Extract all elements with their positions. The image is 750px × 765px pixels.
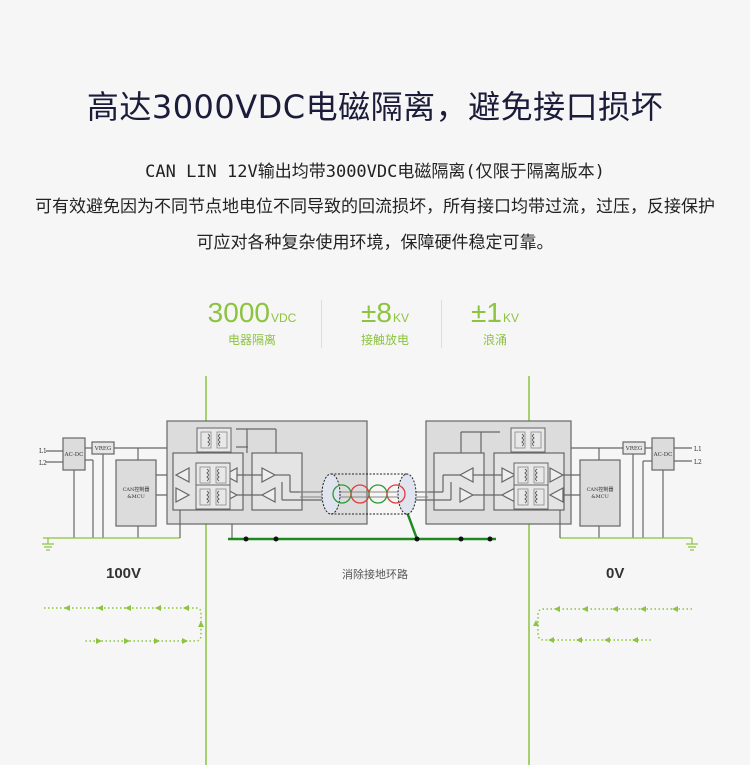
stat-label: 浪涌 [482, 333, 507, 347]
stat-divider [441, 300, 442, 348]
loop-arrows [64, 605, 678, 644]
ground-current-loop-right [537, 608, 692, 641]
left-mcu-label: CAN控制器 [123, 486, 150, 493]
right-ground-potential: 0V [606, 565, 625, 582]
right-acdc-label: AC-DC [653, 452, 673, 458]
right-l2-label: L2 [694, 459, 702, 466]
left-l2-label: L2 [39, 460, 47, 467]
stat-unit: KV [392, 311, 409, 325]
left-mcu-label-2: &MCU [127, 494, 145, 500]
left-acdc-label: AC-DC [64, 452, 84, 458]
left-vreg-label: VREG [94, 446, 112, 452]
page-title: 高达3000VDC电磁隔离，避免接口损坏 [86, 88, 664, 126]
ground-current-loop-left [44, 607, 202, 642]
stat-surge: ±1KV 浪涌 [450, 298, 540, 348]
right-vreg-label: VREG [625, 446, 643, 452]
shielded-twisted-pair-cable [300, 473, 428, 515]
left-l1-label: L1 [39, 448, 47, 455]
stat-label: 电器隔离 [227, 333, 276, 347]
description-line-1: CAN LIN 12V输出均带3000VDC电磁隔离(仅限于隔离版本) [145, 162, 605, 182]
stat-divider [321, 300, 322, 348]
stat-value: ±8 [361, 297, 392, 328]
stat-label: 接触放电 [360, 333, 409, 347]
stat-isolation: 3000VDC 电器隔离 [204, 298, 300, 348]
cable-caption: 消除接地环路 [342, 568, 408, 581]
stat-unit: KV [502, 311, 519, 325]
description-line-3: 可应对各种复杂使用环境，保障硬件稳定可靠。 [196, 233, 554, 253]
spec-stats: 3000VDC 电器隔离 ±8KV 接触放电 ±1KV 浪涌 [200, 298, 540, 350]
right-mcu-label-2: &MCU [591, 494, 609, 500]
right-l1-label: L1 [694, 446, 702, 453]
stat-value: 3000 [207, 297, 270, 328]
stat-contact-discharge: ±8KV 接触放电 [340, 298, 430, 348]
stat-unit: VDC [270, 311, 297, 325]
right-node [414, 420, 698, 551]
stat-value: ±1 [471, 297, 502, 328]
right-mcu-label: CAN控制器 [587, 486, 614, 493]
description-line-2: 可有效避免因为不同节点地电位不同导致的回流损坏，所有接口均带过流，过压，反接保护 [35, 197, 715, 217]
left-ground-potential: 100V [106, 565, 142, 582]
